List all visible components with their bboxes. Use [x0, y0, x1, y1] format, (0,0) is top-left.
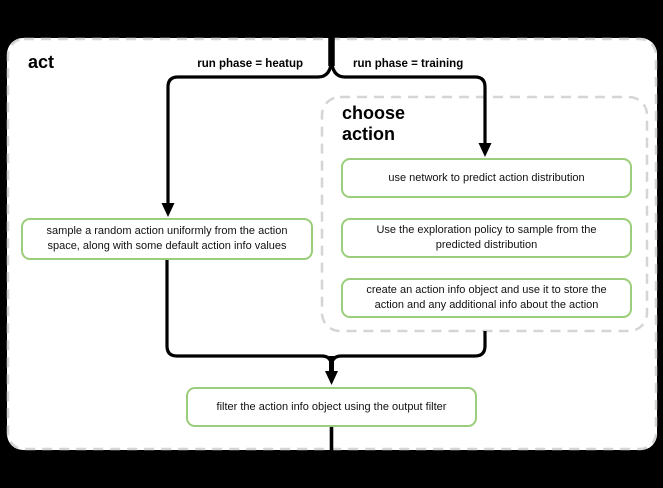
branch-label-training: run phase = training	[353, 58, 464, 70]
branch-label-heatup: run phase = heatup	[197, 58, 303, 70]
connector-training-branch	[329, 57, 487, 144]
choose-action-title: choose action	[342, 103, 406, 145]
arrowhead-heatup-icon	[161, 203, 175, 217]
arrowhead-merge-icon	[325, 371, 338, 385]
arrowhead-training-icon	[478, 143, 492, 157]
connector-heatup-branch	[166, 57, 334, 203]
node-exploration-policy-sample: Use the exploration policy to sample fro…	[341, 218, 632, 258]
act-title: act	[28, 52, 55, 72]
node-sample-random-action: sample a random action uniformly from th…	[21, 218, 313, 260]
node-use-network-predict: use network to predict action distributi…	[341, 158, 632, 198]
node-create-action-info: create an action info object and use it …	[341, 278, 632, 318]
connector-sample-to-merge	[165, 260, 334, 372]
node-filter-action-info: filter the action info object using the …	[186, 387, 477, 427]
connector-choose-to-merge	[329, 331, 487, 372]
